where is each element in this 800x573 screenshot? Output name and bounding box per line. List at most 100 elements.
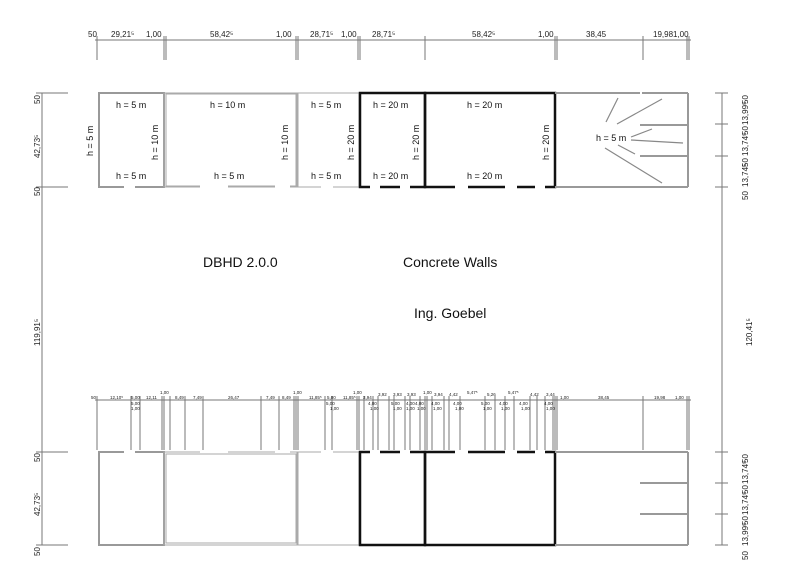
dim-label: 1,00 [160,390,169,395]
room-height-label: h = 10 m [150,125,160,160]
dim-label: 5,00 [391,401,400,406]
dim-label: 119,91⁵ [33,319,42,346]
room-height-label: h = 10 m [280,125,290,160]
dim-label: 4,00 [544,401,553,406]
dim-label: 13,74⁵ [741,461,750,484]
dim-label: 1,00 [675,395,684,400]
dim-label: 1,00 [276,30,292,39]
dim-label: 50 [88,30,97,39]
dim-label: 1,00 [433,406,442,411]
room-height-label: h = 20 m [467,171,502,181]
dim-label: 28,71⁵ [310,30,333,39]
dim-label: 58,42⁵ [472,30,495,39]
dim-label: 1,00 [341,30,357,39]
dim-label: 50 [741,454,750,463]
top-floor-plan: h = 5 m h = 5 m h = 10 m h = 5 m h = 10 … [85,91,689,189]
room-height-label: h = 5 m [116,100,146,110]
bottom-floor-plan [98,450,689,547]
dim-label: 13,74⁵ [741,492,750,515]
dim-label: 4,00 [453,401,462,406]
room-height-label: h = 5 m [596,133,626,143]
dim-label: 3,44 [546,392,555,397]
dim-label: 5,47⁵ [467,390,478,395]
dim-label: 28,71⁵ [372,30,395,39]
dim-label: 1,00 [353,390,362,395]
room-height-label: h = 5 m [311,171,341,181]
dim-label: 1,00 [455,406,464,411]
dim-label: 4,00 [431,401,440,406]
dim-label: 3,94 [363,395,372,400]
dim-label: 120,41⁵ [745,318,754,346]
dim-label: 8,49 [175,395,184,400]
dim-label: 50 [741,126,750,135]
top-dimension-line: 50 29,21⁵ 1,00 58,42⁵ 1,00 28,71⁵ 1,00 2… [88,30,691,60]
dim-label: 3,93 [393,392,402,397]
dim-label: 50 [741,191,750,200]
dim-label: 50 [33,95,42,104]
dim-label: 5,00 [131,401,140,406]
right-dimension-line: 5013,99⁵5013,74⁵5013,74⁵505013,74⁵5013,7… [715,92,754,560]
dim-label: 1,00 [146,30,162,39]
dim-label: 50 [741,516,750,525]
dim-label: 1,00 [521,406,530,411]
dim-label: 4,42 [530,392,539,397]
dim-label: 13,99⁵ [741,102,750,125]
dim-label: 26,47 [228,395,240,400]
dim-label: 4,00 [368,401,377,406]
dim-label: 50 [741,485,750,494]
dim-label: 3,92 [378,392,387,397]
dim-label: 4,00 [406,401,415,406]
dim-label: 1,00 [370,406,379,411]
dim-label: 1,00 [417,406,426,411]
room-height-label: h = 5 m [116,171,146,181]
room-height-label: h = 10 m [210,100,245,110]
dim-label: 8,49 [282,395,291,400]
dim-label: 5,00 [481,401,490,406]
author-label: Ing. Goebel [414,305,486,321]
room-height-label: h = 20 m [346,125,356,160]
dim-label: 50 [33,547,42,556]
dim-label: 5,00 [326,401,335,406]
left-dimension-line: 50 42,73⁵ 50 119,91⁵ 50 42,73⁵ 50 [33,92,68,556]
dim-label: 1,00 [560,395,569,400]
room-height-label: h = 5 m [214,171,244,181]
dim-label: 1,00 [673,30,689,39]
dim-label: 38,45 [586,30,607,39]
dim-label: 19,98 [654,395,666,400]
room-height-label: h = 5 m [311,100,341,110]
dim-label: 11,85⁵ [309,395,322,400]
dim-label: 1,00 [538,30,554,39]
dim-label: 50 [33,187,42,196]
room-height-label: h = 20 m [467,100,502,110]
dim-label: 19,98 [653,30,674,39]
dim-label: 5,47⁵ [508,390,519,395]
dim-label: 1,00 [330,406,339,411]
dim-label: 50 [741,95,750,104]
dim-label: 4,00 [415,401,424,406]
dim-label: 50 [33,453,42,462]
dim-label: 1,00 [293,390,302,395]
dim-label: 1,00 [131,406,140,411]
dim-label: 11,85⁵ [343,395,356,400]
dim-label: 58,42⁵ [210,30,233,39]
dim-label: 13,99⁵ [741,523,750,546]
dim-label: 29,21⁵ [111,30,134,39]
dim-label: 50 [741,158,750,167]
dim-label: 1,00 [546,406,555,411]
dim-label: 3,94 [434,392,443,397]
dim-label: 42,73⁵ [33,135,42,158]
drawing-title: DBHD 2.0.0 [203,254,278,270]
dim-label: 5,00 [131,395,140,400]
dim-label: 42,73⁵ [33,493,42,516]
dim-label: 5,00 [327,395,336,400]
room-height-label: h = 20 m [373,100,408,110]
dim-label: 4,00 [519,401,528,406]
dim-label: 4,42 [449,392,458,397]
dim-label: 1,00 [483,406,492,411]
dim-label: 5,26 [487,392,496,397]
dim-label: 3,93 [407,392,416,397]
room-height-label: h = 20 m [541,125,551,160]
dim-label: 4,00 [499,401,508,406]
dim-label: 1,00 [406,406,415,411]
